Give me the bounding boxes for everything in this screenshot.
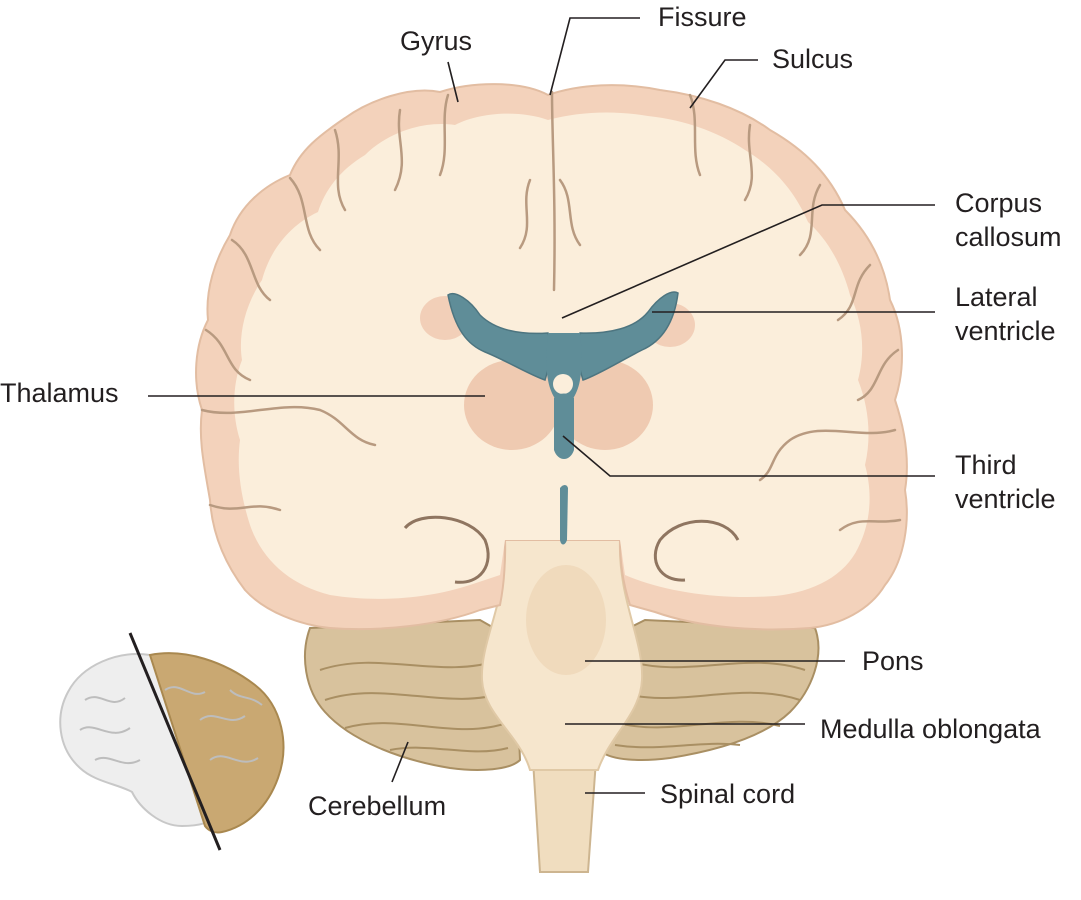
leader-fissure [549,17,640,96]
label-fissure: Fissure [658,2,747,32]
cerebellum-shape [304,618,820,771]
right-temporal-curl [653,519,740,582]
label-gyrus: Gyrus [400,26,472,56]
leader-cerebellum [391,741,409,783]
left-temporal-curl [403,515,490,584]
label-third-ventricle-line1: Third [955,450,1017,480]
spinal-cord-shape [531,759,598,873]
label-spinal-cord: Spinal cord [660,779,795,809]
leader-corpus-callosum [561,204,935,319]
label-corpus-callosum-line2: callosum [955,222,1062,252]
label-cerebellum: Cerebellum [308,791,446,821]
sulci-folds [200,90,902,532]
aqueduct-shape [560,485,568,545]
label-sulcus: Sulcus [772,44,853,74]
right-thalamus-shape [557,360,653,450]
third-ventricle-shape [554,393,574,459]
pons-tint [526,565,606,675]
label-lateral-ventricle-line1: Lateral [955,282,1038,312]
label-corpus-callosum-line1: Corpus [955,188,1042,218]
fornix-circle [553,374,573,394]
inset-brain-icon [59,632,285,851]
label-third-ventricle-line2: ventricle [955,484,1056,514]
inset-section-line [128,632,222,851]
leader-gyrus [447,61,459,103]
leader-third-ventricle [562,435,935,477]
label-medulla-oblongata: Medulla oblongata [820,714,1042,744]
leader-sulcus [689,59,758,109]
label-lateral-ventricle-line2: ventricle [955,316,1056,346]
inset-brain-folds [79,686,263,765]
label-thalamus: Thalamus [0,378,119,408]
left-thalamus-shape [464,360,560,450]
label-pons: Pons [862,646,924,676]
